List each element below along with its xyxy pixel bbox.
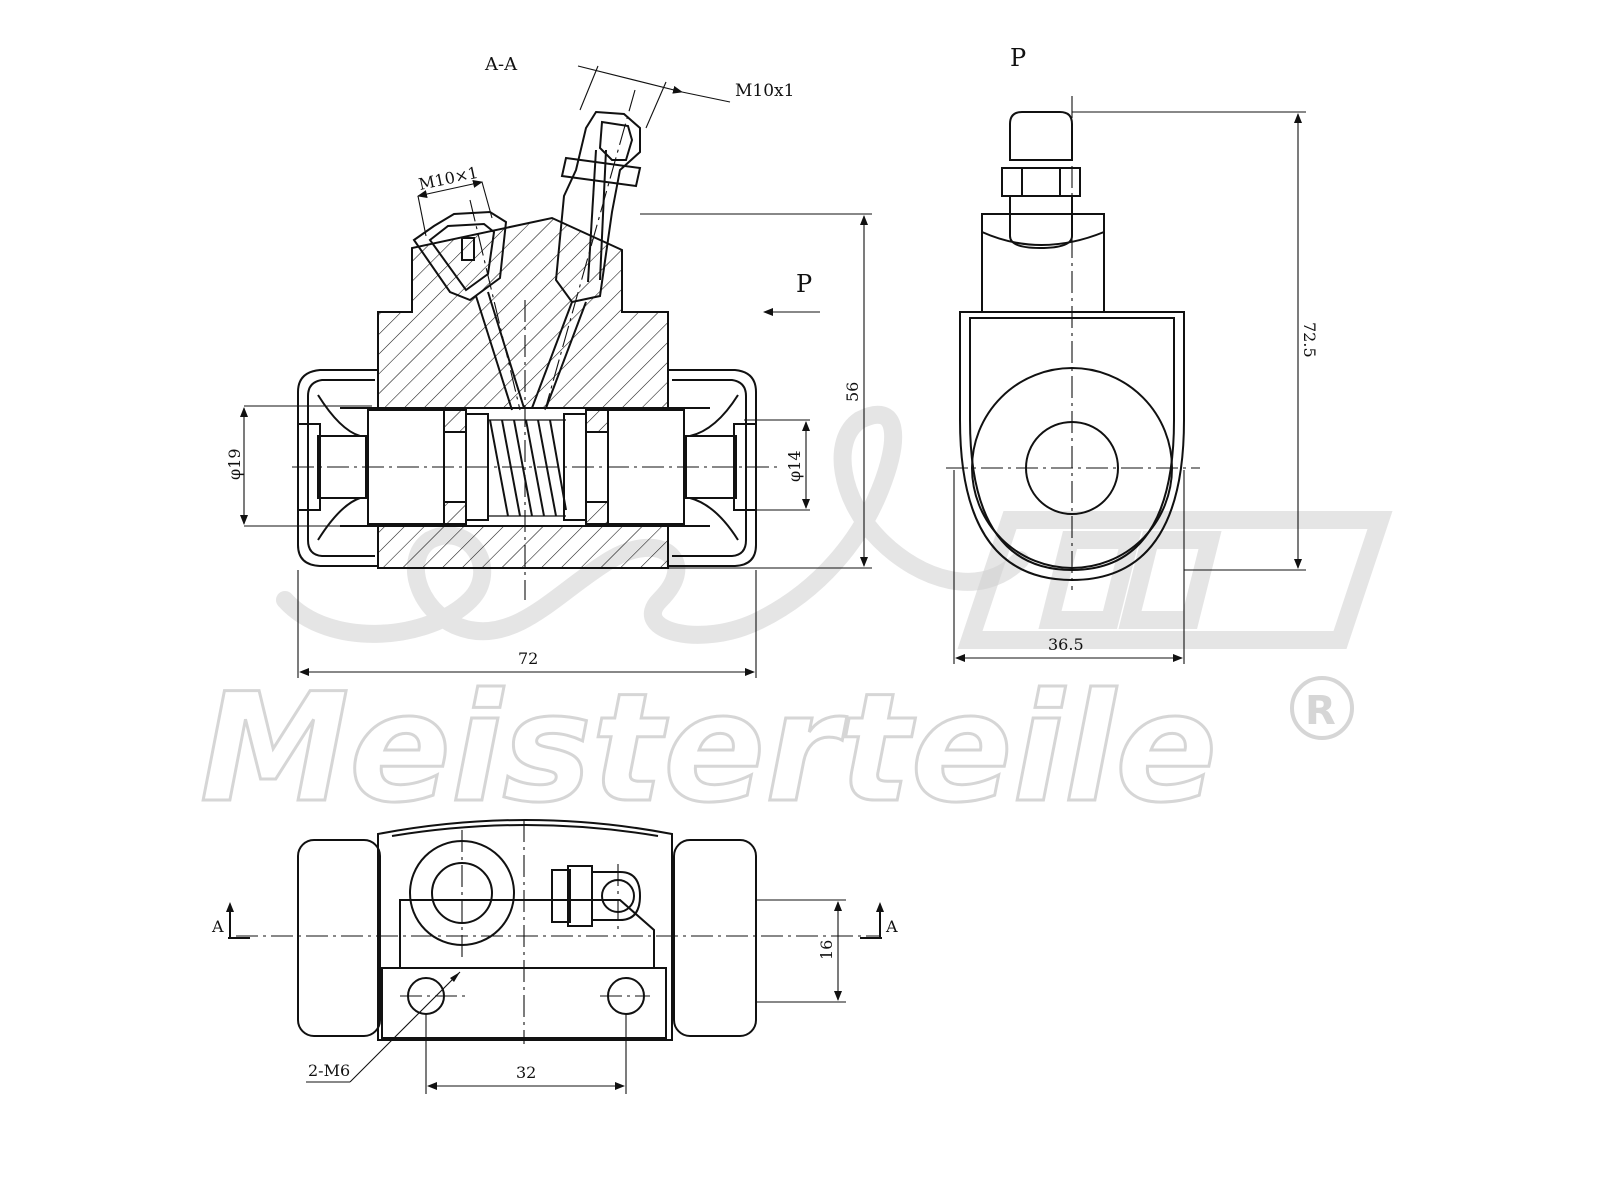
height-56-label: 56 bbox=[843, 382, 862, 402]
bolt-spacing-label: 32 bbox=[516, 1063, 536, 1082]
section-view-aa: A-A bbox=[225, 54, 872, 678]
bleeder-top bbox=[551, 865, 642, 927]
section-title: A-A bbox=[484, 54, 518, 75]
side-view-p: P 72.5 36.5 bbox=[946, 44, 1319, 664]
section-marker-right: A bbox=[885, 917, 898, 936]
return-spring bbox=[488, 419, 567, 517]
right-bleeder-fitting bbox=[531, 110, 642, 409]
bolts-label: 2-M6 bbox=[308, 1061, 350, 1080]
bore-diameter-label: φ19 bbox=[225, 448, 244, 480]
piston-diameter-label: φ14 bbox=[785, 450, 804, 482]
section-marker-left: A bbox=[211, 917, 224, 936]
side-view-title: P bbox=[1010, 44, 1026, 72]
registered-mark: R bbox=[1305, 688, 1336, 734]
height-72-5-label: 72.5 bbox=[1300, 322, 1319, 358]
bleeder-cap bbox=[1009, 111, 1073, 161]
thread-top-label: M10x1 bbox=[735, 81, 794, 101]
housing-top bbox=[377, 819, 673, 1041]
body-section bbox=[377, 216, 669, 413]
watermark: Meisterteile R bbox=[199, 405, 1393, 838]
left-boot-top bbox=[297, 839, 381, 1037]
length-72-label: 72 bbox=[518, 649, 538, 668]
offset-16-label: 16 bbox=[817, 940, 836, 960]
width-36-5-label: 36.5 bbox=[1048, 635, 1084, 654]
view-arrow-label: P bbox=[796, 270, 812, 298]
right-boot-top bbox=[673, 839, 757, 1037]
watermark-text: Meisterteile bbox=[200, 662, 1217, 836]
top-view: A A 16 32 2-M6 bbox=[211, 819, 898, 1094]
